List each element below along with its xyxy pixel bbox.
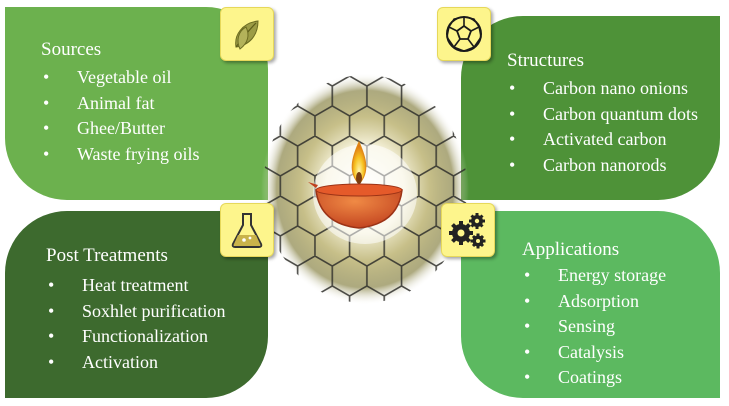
post-treatments-item: Heat treatment [46, 273, 268, 299]
graphene-lamp-illustration [261, 73, 469, 305]
sources-title: Sources [41, 39, 102, 60]
structures-item: Carbon quantum dots [507, 102, 720, 128]
gears-icon [449, 213, 486, 249]
structures-panel: Structures Carbon nano onions Carbon qua… [461, 16, 720, 200]
applications-item: Adsorption [522, 289, 720, 315]
applications-item: Energy storage [522, 263, 720, 289]
structures-list: Carbon nano onions Carbon quantum dots A… [507, 76, 720, 178]
lamp-spout [308, 182, 318, 188]
post-treatments-item: Activation [46, 350, 268, 376]
gears-icon-box [441, 203, 495, 257]
post-treatments-item: Functionalization [46, 324, 268, 350]
applications-title: Applications [522, 239, 620, 260]
applications-item: Catalysis [522, 340, 720, 366]
sources-item: Vegetable oil [41, 65, 268, 91]
post-treatments-list: Heat treatment Soxhlet purification Func… [46, 273, 268, 375]
post-treatments-item: Soxhlet purification [46, 299, 268, 325]
lamp-rim [315, 183, 403, 197]
flask-icon [231, 213, 263, 248]
structures-item: Carbon nano onions [507, 76, 720, 102]
oil-lamp-icon [315, 189, 403, 229]
post-treatments-title: Post Treatments [46, 245, 168, 266]
applications-item: Sensing [522, 314, 720, 340]
structures-item: Activated carbon [507, 127, 720, 153]
fullerene-icon [446, 16, 482, 52]
applications-item: Coatings [522, 365, 720, 391]
leaves-icon-box [220, 7, 274, 61]
structures-title: Structures [507, 50, 585, 71]
sources-item: Ghee/Butter [41, 116, 268, 142]
sources-item: Animal fat [41, 91, 268, 117]
applications-list: Energy storage Adsorption Sensing Cataly… [522, 263, 720, 391]
leaves-icon [235, 20, 259, 50]
fullerene-icon-box [437, 7, 491, 61]
applications-panel: Applications Energy storage Adsorption S… [461, 211, 720, 398]
sources-list: Vegetable oil Animal fat Ghee/Butter Was… [41, 65, 268, 167]
flask-icon-box [220, 203, 274, 257]
flame-core [356, 172, 362, 184]
structures-item: Carbon nanorods [507, 153, 720, 179]
sources-item: Waste frying oils [41, 142, 268, 168]
